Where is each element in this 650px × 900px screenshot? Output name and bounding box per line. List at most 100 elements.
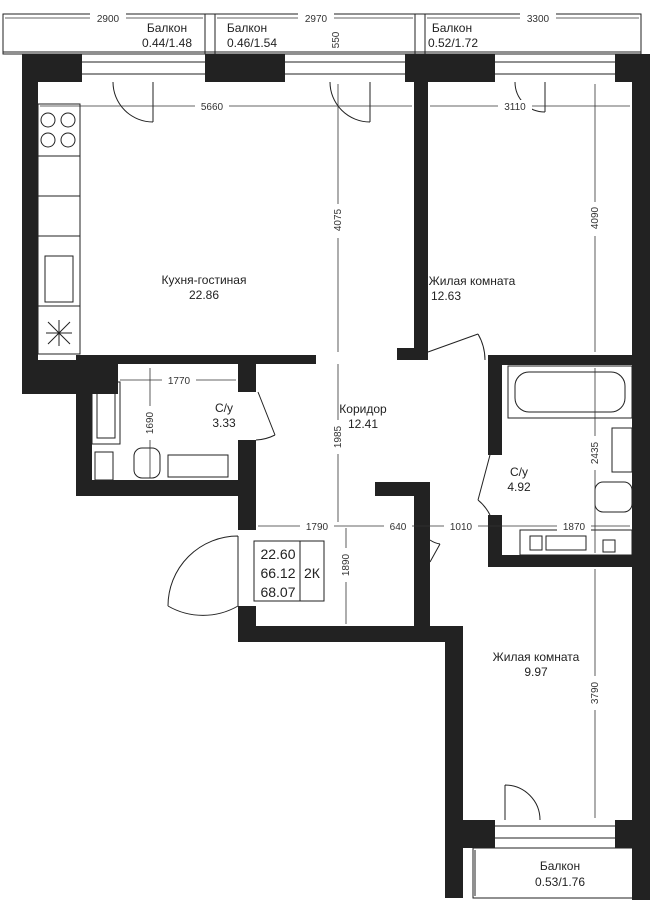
room-name-living2: Жилая комната <box>493 650 580 664</box>
summary-total-area: 66.12 <box>260 565 295 581</box>
cabinet-icon <box>602 539 616 553</box>
bath2-door <box>477 454 491 516</box>
toilet-icon <box>133 447 161 479</box>
room-name-bath1: С/у <box>215 401 233 415</box>
wall <box>238 626 463 642</box>
room-name-living1: Жилая комната <box>429 274 516 288</box>
toilet-icon <box>594 481 633 513</box>
summary-type: 2К <box>304 565 321 581</box>
dim-kitchen-height: 4075 <box>333 208 344 231</box>
wall <box>488 355 502 455</box>
balcony-area: 0.53/1.76 <box>535 875 585 889</box>
dim-top-right: 3300 <box>527 14 550 25</box>
bottom-balcony <box>472 847 642 899</box>
room-area-bath2: 4.92 <box>507 480 531 494</box>
wall <box>22 54 38 394</box>
walls <box>22 54 650 900</box>
dryer-icon <box>545 535 587 551</box>
wall <box>76 480 256 496</box>
washbasin-icon <box>611 427 633 473</box>
wall <box>397 348 428 360</box>
room-name-kitchen: Кухня-гостиная <box>162 273 247 287</box>
bottom-balcony-outline <box>472 847 642 899</box>
room-door-2 <box>429 539 441 563</box>
room-name-bath2: С/у <box>510 465 528 479</box>
room-area-living2: 9.97 <box>524 665 548 679</box>
wall <box>615 820 641 848</box>
summary-full-area: 68.07 <box>260 584 295 600</box>
dim-living1-width: 3110 <box>504 102 526 113</box>
dim-bath1-width: 1770 <box>168 376 191 387</box>
dim-top-mid-vertical: 550 <box>331 31 342 48</box>
wall <box>205 54 285 82</box>
shelf-icon <box>94 451 114 481</box>
kitchen-sink-icon <box>44 255 74 303</box>
balcony-name: Балкон <box>540 859 580 873</box>
wall <box>238 496 256 530</box>
bath1-door <box>255 391 276 441</box>
wall <box>76 360 92 496</box>
dim-bath1-height: 1690 <box>145 411 156 434</box>
wall <box>445 626 463 898</box>
stove-burner-icon <box>40 112 56 128</box>
room-area-corridor: 12.41 <box>348 417 378 431</box>
wall <box>414 82 428 360</box>
wall <box>632 54 650 900</box>
balcony-labels: Балкон 0.44/1.48 Балкон 0.46/1.54 Балкон… <box>142 21 585 889</box>
dim-hall-height: 1890 <box>341 553 352 576</box>
balcony-door-1 <box>112 81 154 123</box>
dim-top-left: 2900 <box>97 14 120 25</box>
bathtub-inner <box>96 387 116 439</box>
dim-hall-mid: 640 <box>390 522 407 533</box>
balcony-area: 0.44/1.48 <box>142 36 192 50</box>
stove-burner-icon <box>40 132 56 148</box>
balcony-door-4 <box>504 784 541 821</box>
dim-hall-right: 1010 <box>450 522 473 533</box>
room-area-kitchen: 22.86 <box>189 288 219 302</box>
bathtub-icon <box>91 381 121 445</box>
summary-living-area: 22.60 <box>260 546 295 562</box>
dim-top-mid: 2970 <box>305 14 328 25</box>
bathtub-inner <box>514 371 626 413</box>
bathtub-icon <box>507 365 633 419</box>
balcony-area: 0.46/1.54 <box>227 36 277 50</box>
kitchen-counter <box>37 103 81 355</box>
wall <box>488 515 502 565</box>
doors <box>112 81 546 821</box>
room-door-1 <box>427 333 486 361</box>
dim-kitchen-width: 5660 <box>201 102 224 113</box>
washer-icon <box>529 535 543 551</box>
dim-bath2-height: 2435 <box>590 441 601 464</box>
room-labels: Кухня-гостиная 22.86 Жилая комната 12.63… <box>162 273 580 679</box>
dim-living2-height: 3790 <box>590 681 601 704</box>
balcony-name: Балкон <box>227 21 267 35</box>
wall <box>414 482 430 626</box>
summary-box <box>253 540 325 602</box>
wall <box>488 355 641 365</box>
balcony-name: Балкон <box>147 21 187 35</box>
dim-labels: 2900 2970 3300 550 5660 3110 4075 4090 1… <box>90 12 601 710</box>
wall <box>238 364 256 392</box>
room-name-corridor: Коридор <box>339 402 387 416</box>
wall <box>445 820 495 848</box>
washbasin-icon <box>167 454 229 478</box>
wall <box>405 54 495 82</box>
wall <box>76 355 316 364</box>
area-summary: 22.60 66.12 68.07 2К <box>253 540 325 602</box>
wall <box>238 440 256 496</box>
stove-burner-icon <box>60 112 76 128</box>
entry-door[interactable] <box>167 535 239 616</box>
room-area-bath1: 3.33 <box>212 416 236 430</box>
room-area-living1: 12.63 <box>431 289 461 303</box>
dim-bath2-width: 1870 <box>563 522 586 533</box>
balcony-door-2 <box>329 81 371 123</box>
balcony-name: Балкон <box>432 21 472 35</box>
wall-niche <box>57 361 99 379</box>
wall <box>488 555 641 567</box>
dim-hall-width: 1790 <box>306 522 329 533</box>
balcony-area: 0.52/1.72 <box>428 36 478 50</box>
dim-living1-height: 4090 <box>590 206 601 229</box>
stove-burner-icon <box>60 132 76 148</box>
dim-corridor-height: 1985 <box>333 425 344 448</box>
